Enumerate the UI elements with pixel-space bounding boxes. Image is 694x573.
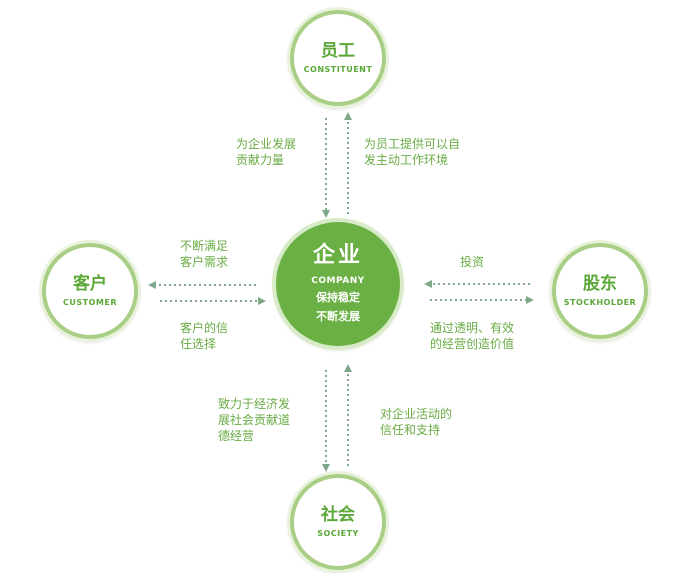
node-society-name: 社会 (321, 504, 355, 525)
node-society-english: SOCIETY (317, 529, 359, 539)
node-customer: 客户 CUSTOMER (42, 243, 138, 339)
label-from-stockholder: 投资 (460, 255, 485, 269)
node-society: 社会 SOCIETY (290, 474, 386, 570)
label-from-employee: 为企业发展 贡献力量 (236, 137, 297, 167)
node-company-line1: 保持稳定 (316, 291, 360, 305)
node-customer-name: 客户 (73, 273, 107, 294)
label-to-stockholder: 通过透明、有效 的经营创造价值 (430, 321, 515, 351)
label-from-customer: 客户的信 任选择 (180, 321, 229, 351)
node-stockholder-english: STOCKHOLDER (563, 298, 637, 308)
label-to-customer: 不断满足 客户需求 (180, 239, 229, 269)
node-customer-english: CUSTOMER (63, 298, 117, 308)
node-employee-name: 员工 (321, 40, 355, 61)
node-company: 企业 COMPANY 保持稳定 不断发展 (276, 222, 400, 346)
node-employee: 员工 CONSTITUENT (290, 10, 386, 106)
node-company-name: 企业 (312, 243, 363, 269)
node-company-line2: 不断发展 (316, 310, 360, 324)
node-employee-english: CONSTITUENT (303, 65, 373, 75)
node-stockholder: 股东 STOCKHOLDER (552, 243, 648, 339)
node-stockholder-name: 股东 (583, 273, 617, 294)
label-to-employee: 为员工提供可以自 发主动工作环境 (364, 137, 461, 167)
node-company-english: COMPANY (311, 276, 365, 287)
label-to-society: 致力于经济发 展社会贡献道 德经营 (218, 397, 291, 443)
label-from-society: 对企业活动的 信任和支持 (380, 407, 453, 437)
